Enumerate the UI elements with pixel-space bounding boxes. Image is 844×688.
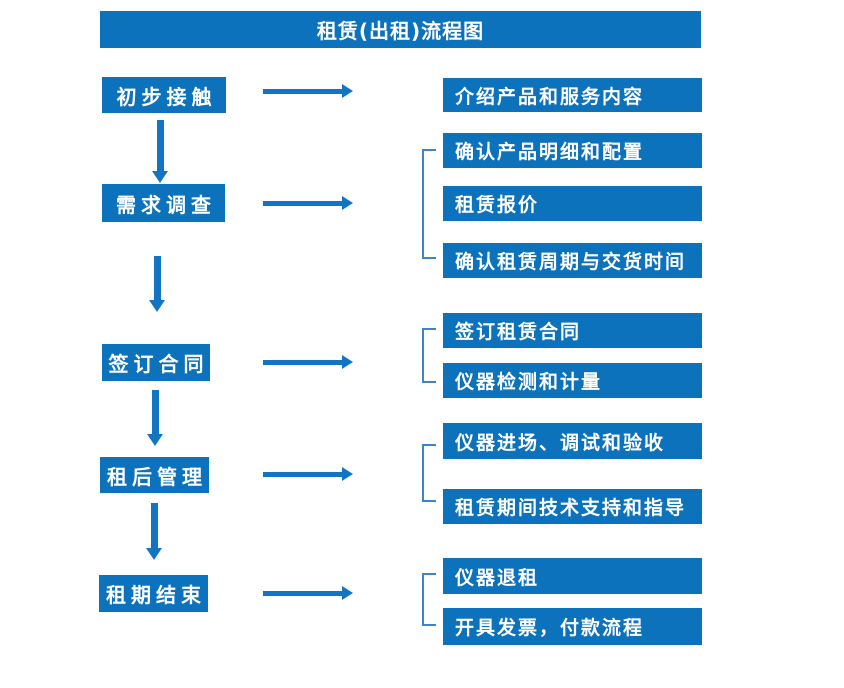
stage-box-post-rental-management: 租后管理 [100, 457, 209, 493]
arrow-down-3 [147, 390, 164, 446]
stage-box-sign-contract: 签订合同 [102, 344, 210, 381]
bracket-group-4 [422, 444, 436, 502]
arrow-right-5 [263, 586, 353, 600]
output-box-rental-quotation: 租赁报价 [443, 186, 702, 221]
arrow-shaft [157, 120, 164, 172]
arrow-right-3 [263, 355, 353, 369]
arrow-head-icon [149, 300, 165, 312]
arrow-head-icon [147, 434, 163, 446]
arrow-shaft [263, 591, 343, 596]
output-box-invoice-payment: 开具发票，付款流程 [443, 608, 702, 645]
stage-box-initial-contact: 初步接触 [102, 77, 226, 113]
arrow-head-icon [146, 548, 162, 560]
arrow-head-icon [342, 467, 353, 481]
bracket-group-3 [422, 328, 436, 383]
arrow-right-4 [263, 467, 353, 481]
arrow-head-icon [342, 355, 353, 369]
bracket-group-2 [422, 149, 436, 259]
arrow-shaft [152, 390, 159, 435]
output-box-instrument-return: 仪器退租 [443, 558, 702, 594]
arrow-down-4 [146, 503, 163, 560]
arrow-shaft [263, 472, 343, 477]
output-box-introduce-products: 介绍产品和服务内容 [443, 78, 702, 112]
arrow-shaft [151, 503, 158, 549]
arrow-head-icon [342, 586, 353, 600]
arrow-right-1 [263, 84, 353, 98]
output-box-instrument-commissioning: 仪器进场、调试和验收 [443, 423, 702, 459]
arrow-shaft [154, 256, 161, 301]
arrow-right-2 [263, 196, 353, 210]
output-box-confirm-product-details: 确认产品明细和配置 [443, 133, 702, 168]
output-box-technical-support: 租赁期间技术支持和指导 [443, 489, 702, 524]
output-box-sign-rental-contract: 签订租赁合同 [443, 313, 702, 348]
output-box-confirm-rental-period: 确认租赁周期与交货时间 [443, 243, 702, 278]
arrow-head-icon [152, 171, 168, 183]
flowchart-title: 租赁(出租)流程图 [100, 11, 701, 48]
arrow-shaft [263, 360, 343, 365]
output-box-instrument-testing: 仪器检测和计量 [443, 363, 702, 398]
arrow-head-icon [342, 84, 353, 98]
arrow-head-icon [342, 196, 353, 210]
stage-box-rental-end: 租期结束 [99, 575, 208, 612]
arrow-shaft [263, 201, 343, 206]
arrow-down-2 [149, 256, 166, 312]
arrow-shaft [263, 89, 343, 94]
stage-box-demand-survey: 需求调查 [102, 184, 225, 222]
bracket-group-5 [422, 573, 436, 626]
arrow-down-1 [152, 120, 169, 183]
